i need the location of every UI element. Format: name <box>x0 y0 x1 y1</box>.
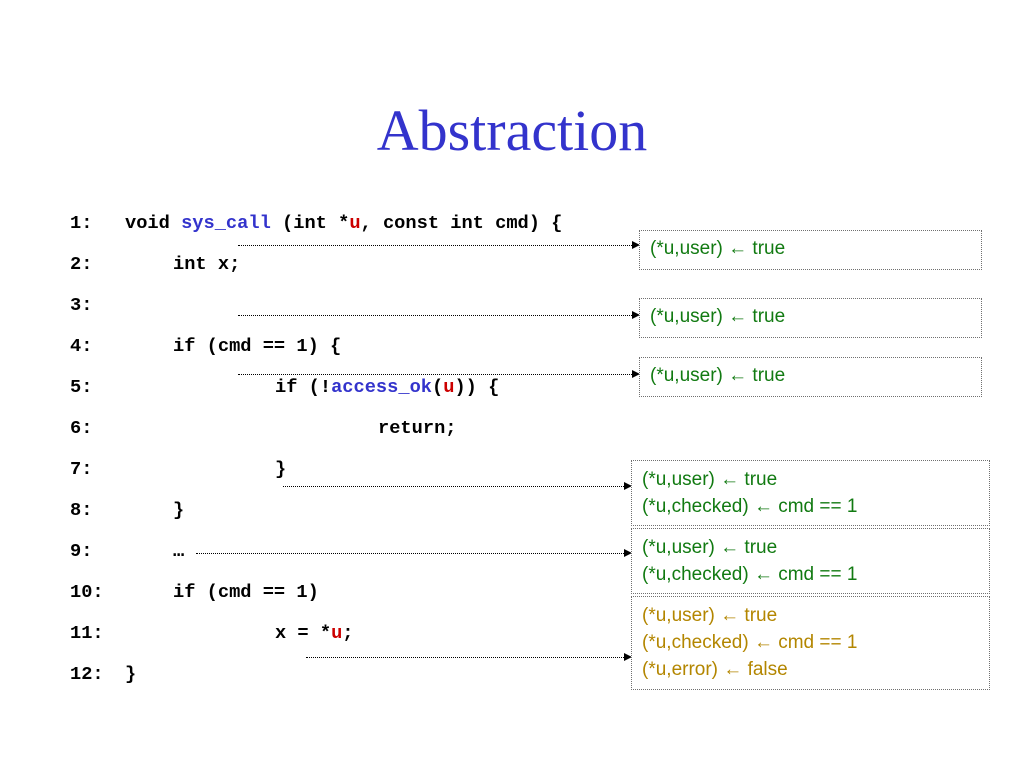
code-text: if (!access_ok(u)) { <box>275 375 499 399</box>
code-text: void sys_call (int *u, const int cmd) { <box>125 211 562 235</box>
predicate-text: (*u,checked) ← cmd == 1 <box>642 496 858 517</box>
arrowhead-icon <box>632 370 640 378</box>
code-token: )) { <box>454 376 500 398</box>
code-line-7: 7: } <box>70 457 470 481</box>
line-number: 4: <box>70 335 93 357</box>
predicate-text: (*u,user) ← true <box>650 365 786 386</box>
predicate-box: (*u,user) ← true (*u,checked) ← cmd == 1… <box>631 596 990 690</box>
pointer-variable: u <box>331 622 343 644</box>
code-text: return; <box>378 417 457 439</box>
code-line-10: 10: if (cmd == 1) <box>70 580 470 604</box>
code-token: if (! <box>275 376 332 398</box>
pointer-variable: u <box>349 212 361 234</box>
arrowhead-icon <box>624 549 632 557</box>
code-text: } <box>125 663 137 685</box>
predicate-text: (*u,checked) ← cmd == 1 <box>642 564 858 585</box>
line-number: 1: <box>70 212 93 234</box>
code-line-8: 8: } <box>70 498 470 522</box>
line-number: 11: <box>70 622 104 644</box>
line-number: 2: <box>70 253 93 275</box>
arrowhead-icon <box>624 653 632 661</box>
arrow-line <box>238 245 632 246</box>
line-number: 7: <box>70 458 93 480</box>
arrowhead-icon <box>624 482 632 490</box>
predicate-box: (*u,user) ← true <box>639 298 982 338</box>
code-line-9: 9: … <box>70 539 470 563</box>
predicate-text: (*u,user) ← true <box>650 238 786 259</box>
line-number: 10: <box>70 581 104 603</box>
code-line-4: 4: if (cmd == 1) { <box>70 334 470 358</box>
arrowhead-icon <box>632 241 640 249</box>
line-number: 6: <box>70 417 93 439</box>
code-text: x = *u; <box>275 621 354 645</box>
code-line-1: 1: void sys_call (int *u, const int cmd)… <box>70 211 670 235</box>
arrow-line <box>306 657 624 658</box>
arrow-line <box>196 553 624 554</box>
code-token: , const int cmd) { <box>360 212 563 234</box>
code-token: (int * <box>270 212 350 234</box>
arrow-line <box>238 374 632 375</box>
code-line-5: 5: if (!access_ok(u)) { <box>70 375 570 399</box>
pointer-variable: u <box>443 376 455 398</box>
code-text: … <box>173 540 185 562</box>
function-name: sys_call <box>181 212 271 234</box>
predicate-text: (*u,checked) ← cmd == 1 <box>642 632 858 653</box>
predicate-text: (*u,user) ← true <box>642 469 778 490</box>
predicate-text: (*u,user) ← true <box>642 537 778 558</box>
line-number: 12: <box>70 663 104 685</box>
code-token: ( <box>432 376 444 398</box>
code-text: } <box>275 458 287 480</box>
code-line-2: 2: int x; <box>70 252 470 276</box>
line-number: 9: <box>70 540 93 562</box>
line-number: 3: <box>70 294 93 316</box>
code-line-6: 6: return; <box>70 416 570 440</box>
function-name: access_ok <box>331 376 433 398</box>
arrowhead-icon <box>632 311 640 319</box>
arrow-line <box>238 315 632 316</box>
predicate-text: (*u,error) ← false <box>642 659 788 680</box>
code-text: if (cmd == 1) { <box>173 335 342 357</box>
predicate-box: (*u,user) ← true (*u,checked) ← cmd == 1 <box>631 528 990 594</box>
code-line-12: 12: } <box>70 662 470 686</box>
line-number: 8: <box>70 499 93 521</box>
code-token: ; <box>342 622 354 644</box>
code-token: void <box>125 212 182 234</box>
predicate-box: (*u,user) ← true <box>639 230 982 270</box>
code-token: x = * <box>275 622 332 644</box>
slide-title: Abstraction <box>376 98 648 163</box>
code-text: if (cmd == 1) <box>173 581 319 603</box>
arrow-line <box>283 486 624 487</box>
predicate-text: (*u,user) ← true <box>642 605 778 626</box>
predicate-text: (*u,user) ← true <box>650 306 786 327</box>
line-number: 5: <box>70 376 93 398</box>
predicate-box: (*u,user) ← true <box>639 357 982 397</box>
predicate-box: (*u,user) ← true (*u,checked) ← cmd == 1 <box>631 460 990 526</box>
code-text: } <box>173 499 185 521</box>
code-line-3: 3: <box>70 293 170 317</box>
code-line-11: 11: x = *u; <box>70 621 470 645</box>
code-text: int x; <box>173 253 241 275</box>
